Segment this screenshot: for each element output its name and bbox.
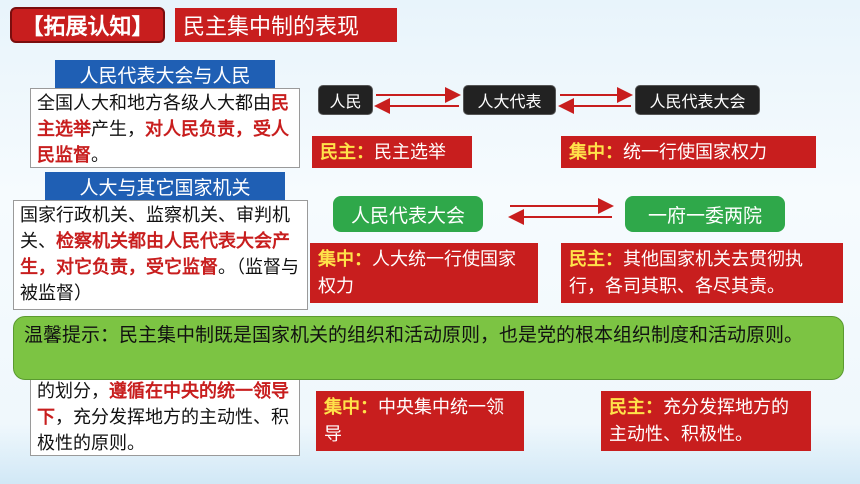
box-lead: 民主：: [569, 249, 623, 270]
box-democracy-election: 民主：民主选举: [312, 136, 472, 168]
page-title: 民主集中制的表现: [175, 8, 397, 42]
text-people-congress: 全国人大和地方各级人大都由民主选举产生，对人民负责，受人民监督。: [30, 88, 300, 168]
node-npc-green: 人民代表大会: [333, 196, 483, 232]
text-segment: 的划分，: [37, 381, 109, 402]
box-democracy-organs: 民主：其他国家机关去贯彻执行，各司其职、各尽其责。: [561, 243, 843, 303]
text-segment: 全国人大和地方各级人大都由: [37, 93, 271, 114]
box-lead: 民主：: [609, 397, 663, 418]
box-democracy-local: 民主：充分发挥地方的主动性、积极性。: [601, 391, 811, 451]
text-highlight: 对人民负责，受人民监督: [37, 119, 289, 166]
node-state-organs: 一府一委两院: [625, 196, 785, 232]
box-text: 民主选举: [374, 142, 446, 163]
text-segment: 。: [91, 145, 109, 166]
text-segment: 国家行政机关、监察机关、审判机关、: [20, 205, 290, 252]
box-lead: 集中：: [318, 249, 372, 270]
text-segment: 产生，: [91, 119, 145, 140]
box-text: 统一行使国家权力: [623, 142, 767, 163]
section-tag: 【拓展认知】: [10, 7, 165, 43]
box-text: 人大统一行使国家权力: [318, 249, 516, 297]
heading-people-congress: 人民代表大会与人民: [55, 60, 275, 88]
text-segment: 。（监督与被监督）: [20, 257, 299, 304]
box-centralism-npc: 集中：人大统一行使国家权力: [310, 243, 538, 303]
text-highlight: 检察机关都由人民代表大会产生，对它负责，受它监督: [20, 231, 290, 278]
text-segment: ，充分发挥地方的主动性、积极性的原则。: [37, 407, 289, 454]
box-lead: 集中：: [324, 397, 378, 418]
node-deputies: 人大代表: [463, 85, 556, 115]
box-centralism-central: 集中：中央集中统一领导: [316, 391, 524, 451]
box-text: 中央集中统一领导: [324, 397, 504, 445]
heading-congress-organs: 人大与其它国家机关: [45, 172, 285, 200]
box-centralism-power: 集中：统一行使国家权力: [561, 136, 816, 168]
tip-banner: 温馨提示：民主集中制既是国家机关的组织和活动原则，也是党的根本组织制度和活动原则…: [13, 316, 844, 380]
box-lead: 民主：: [320, 142, 374, 163]
box-text: 充分发挥地方的主动性、积极性。: [609, 397, 789, 445]
node-npc: 人民代表大会: [635, 85, 760, 115]
text-congress-organs: 国家行政机关、监察机关、审判机关、检察机关都由人民代表大会产生，对它负责，受它监…: [13, 200, 308, 310]
node-people: 人民: [318, 85, 373, 115]
text-highlight: 民主选举: [37, 93, 289, 140]
text-highlight: 遵循在中央的统一领导下: [37, 381, 289, 428]
box-lead: 集中：: [569, 142, 623, 163]
box-text: 其他国家机关去贯彻执行，各司其职、各尽其责。: [569, 249, 803, 297]
